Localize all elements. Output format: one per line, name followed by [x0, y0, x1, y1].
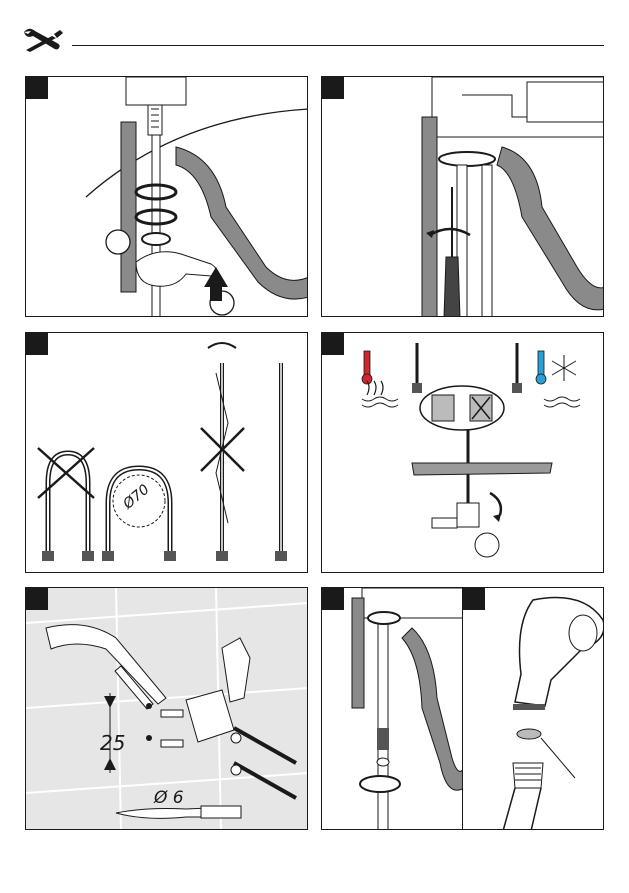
thermometer-cold-icon: [538, 351, 544, 377]
illustration-hot-cold: [322, 333, 604, 573]
drill-diameter-label: Ø 6: [154, 788, 184, 808]
panel-step-4: [321, 332, 604, 573]
illustration-hose-connection: [322, 588, 463, 830]
illustration-screwdriver: [322, 77, 604, 317]
panel-step-1: [25, 76, 308, 317]
panel-step-6: [321, 587, 463, 830]
wrench-screwdriver-icon: [20, 24, 64, 54]
illustration-mounting: [26, 77, 308, 317]
snowflake-icon: [552, 355, 576, 381]
panel-step-2: [321, 76, 604, 317]
panel-step-3: Ø70: [25, 332, 308, 573]
panel-step-7: [462, 587, 604, 830]
panel-step-5: 25 Ø 6: [25, 587, 308, 830]
header-rule: [72, 45, 604, 46]
illustration-bend-radius: [26, 333, 308, 573]
thermometer-hot-icon: [364, 351, 370, 377]
illustration-hand-shower: [463, 588, 604, 830]
distance-label: 25: [100, 731, 125, 755]
